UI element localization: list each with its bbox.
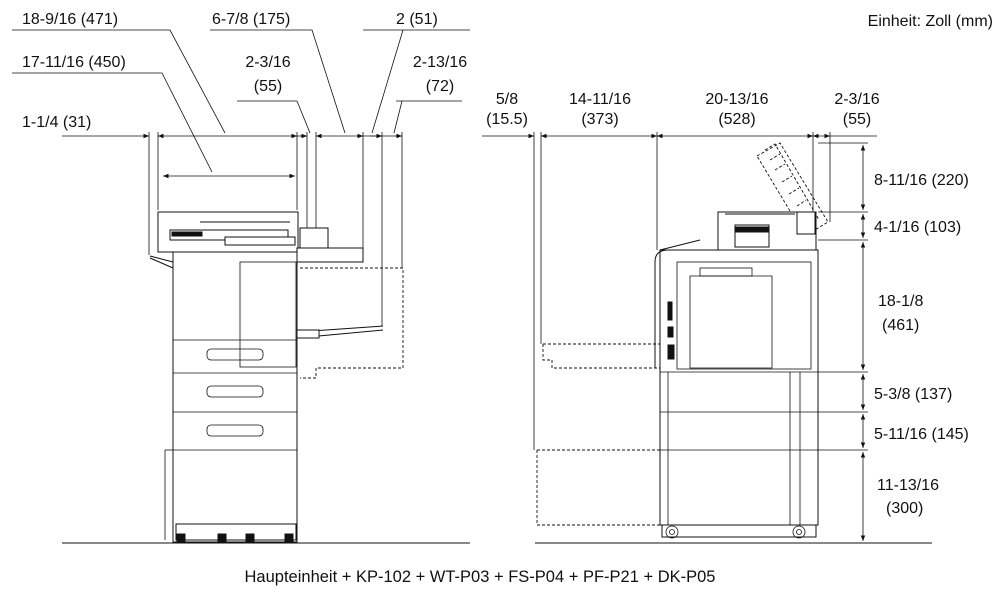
dim-label-55-front-a: 2-3/16: [245, 54, 290, 71]
side-pedestal-outline: [536, 449, 660, 526]
dim-label-471: 18-9/16 (471): [22, 11, 118, 28]
dim-label-300-b: (300): [886, 500, 923, 517]
dim-label-461-a: 18-1/8: [878, 293, 923, 310]
leader-55-front: [237, 100, 311, 134]
dim-label-103: 4-1/16 (103): [874, 219, 961, 236]
dim-label-528-a: 20-13/16: [705, 91, 768, 108]
front-view: 18-9/16 (471) 17-11/16 (450) 1-1/4 (31) …: [12, 11, 470, 544]
dim-label-220: 8-11/16 (220): [874, 172, 969, 189]
finisher-outline: [300, 267, 404, 379]
dim-label-72-b: (72): [426, 78, 454, 95]
dim-label-461-b: (461): [882, 317, 919, 334]
tray-handle-3: [206, 424, 264, 437]
leader-72: [393, 100, 462, 134]
dim-label-72-a: 2-13/16: [413, 54, 467, 71]
dim-label-450: 17-11/16 (450): [22, 54, 126, 71]
leader-450: [12, 72, 213, 173]
dim-label-15-b: (15.5): [486, 111, 528, 128]
leader-175: [210, 29, 346, 134]
dim-label-300-a: 11-13/16: [877, 477, 939, 494]
dim-label-175: 6-7/8 (175): [212, 11, 290, 28]
dim-label-15-a: 5/8: [496, 91, 518, 108]
dim-label-51: 2 (51): [396, 11, 438, 28]
side-main-body: [659, 249, 819, 526]
front-main-body: [172, 249, 298, 543]
caster-right: [792, 525, 806, 539]
dim-label-528-b: (528): [718, 111, 755, 128]
side-view: 5/8 (15.5) 14-11/16 (373) 20-13/16 (528)…: [482, 91, 969, 544]
dim-label-373-b: (373): [581, 111, 618, 128]
caster-left: [665, 525, 679, 539]
dim-label-145: 5-11/16 (145): [874, 426, 969, 443]
dim-label-55-side-a: 2-3/16: [834, 91, 879, 108]
dim-label-137: 5-3/8 (137): [874, 386, 952, 403]
unit-label: Einheit: Zoll (mm): [868, 13, 993, 30]
dim-label-31: 1-1/4 (31): [22, 114, 91, 131]
tray-handle-1: [206, 348, 264, 361]
leader-51: [363, 29, 470, 134]
front-control-panel: [299, 227, 329, 249]
figure-caption: Haupteinheit + KP-102 + WT-P03 + FS-P04 …: [245, 568, 716, 586]
leader-471: [12, 29, 226, 134]
dim-label-55-front-b: (55): [254, 78, 282, 95]
adf-open-outline: [756, 142, 829, 237]
dim-label-55-side-b: (55): [843, 111, 871, 128]
tray-handle-2: [206, 385, 264, 398]
dim-label-373-a: 14-11/16: [569, 91, 631, 108]
